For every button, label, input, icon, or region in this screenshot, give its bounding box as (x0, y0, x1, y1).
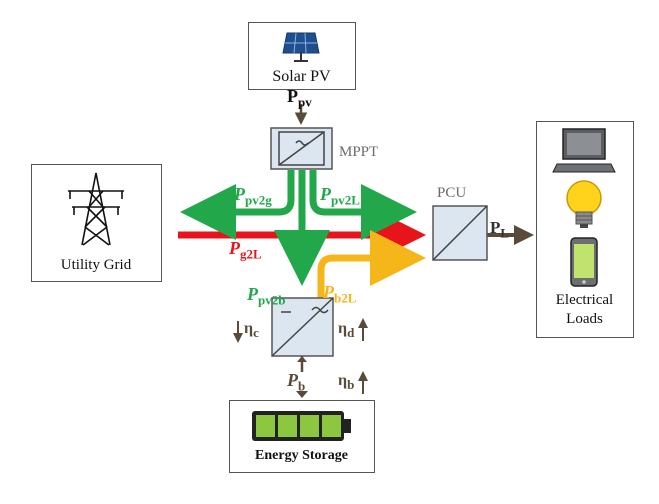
p-pv2g-arrow (180, 170, 295, 240)
computer-monitor-icon (552, 128, 616, 173)
p-pv2l-symbol: Ppv2L (320, 184, 360, 208)
p-g2l-symbol: Pg2L (229, 238, 262, 262)
mppt-label: MPPT (339, 144, 379, 160)
p-l-symbol: PL (490, 218, 510, 241)
electrical-loads-label-line2: Loads (566, 311, 603, 327)
eta-b-symbol: ηb (338, 372, 355, 393)
solar-pv-block: Solar PV (248, 22, 356, 90)
utility-grid-block: Utility Grid (31, 164, 162, 282)
transmission-tower-icon (68, 172, 124, 246)
electrical-loads-block: Electrical Loads (536, 121, 634, 338)
p-pv2l-arrow (309, 170, 417, 240)
battery-converter (271, 297, 334, 357)
pcu-converter (432, 205, 488, 261)
p-pv-symbol: Ppv (287, 86, 312, 110)
eta-d-symbol: ηd (338, 320, 355, 341)
energy-storage-label: Energy Storage (255, 448, 348, 463)
solar-pv-label: Solar PV (272, 68, 331, 85)
smartphone-icon (570, 237, 598, 287)
light-bulb-icon (566, 180, 602, 228)
solar-panel-icon (282, 32, 320, 62)
eta-c-symbol: ηc (244, 320, 259, 341)
battery-icon (252, 411, 351, 441)
utility-grid-label: Utility Grid (60, 257, 132, 273)
p-pv2g-symbol: Ppv2g (234, 184, 272, 208)
mppt-converter (270, 127, 333, 170)
p-pv2b-symbol: Ppv2b (247, 284, 286, 308)
p-b-symbol: Pb (287, 370, 306, 394)
p-b2l-arrow (317, 230, 426, 298)
pcu-label: PCU (437, 185, 467, 201)
energy-storage-block: Energy Storage (229, 400, 375, 473)
electrical-loads-label-line1: Electrical (555, 292, 614, 308)
battery-arrow-head (296, 391, 308, 398)
p-b2l-symbol: Pb2L (323, 282, 357, 306)
